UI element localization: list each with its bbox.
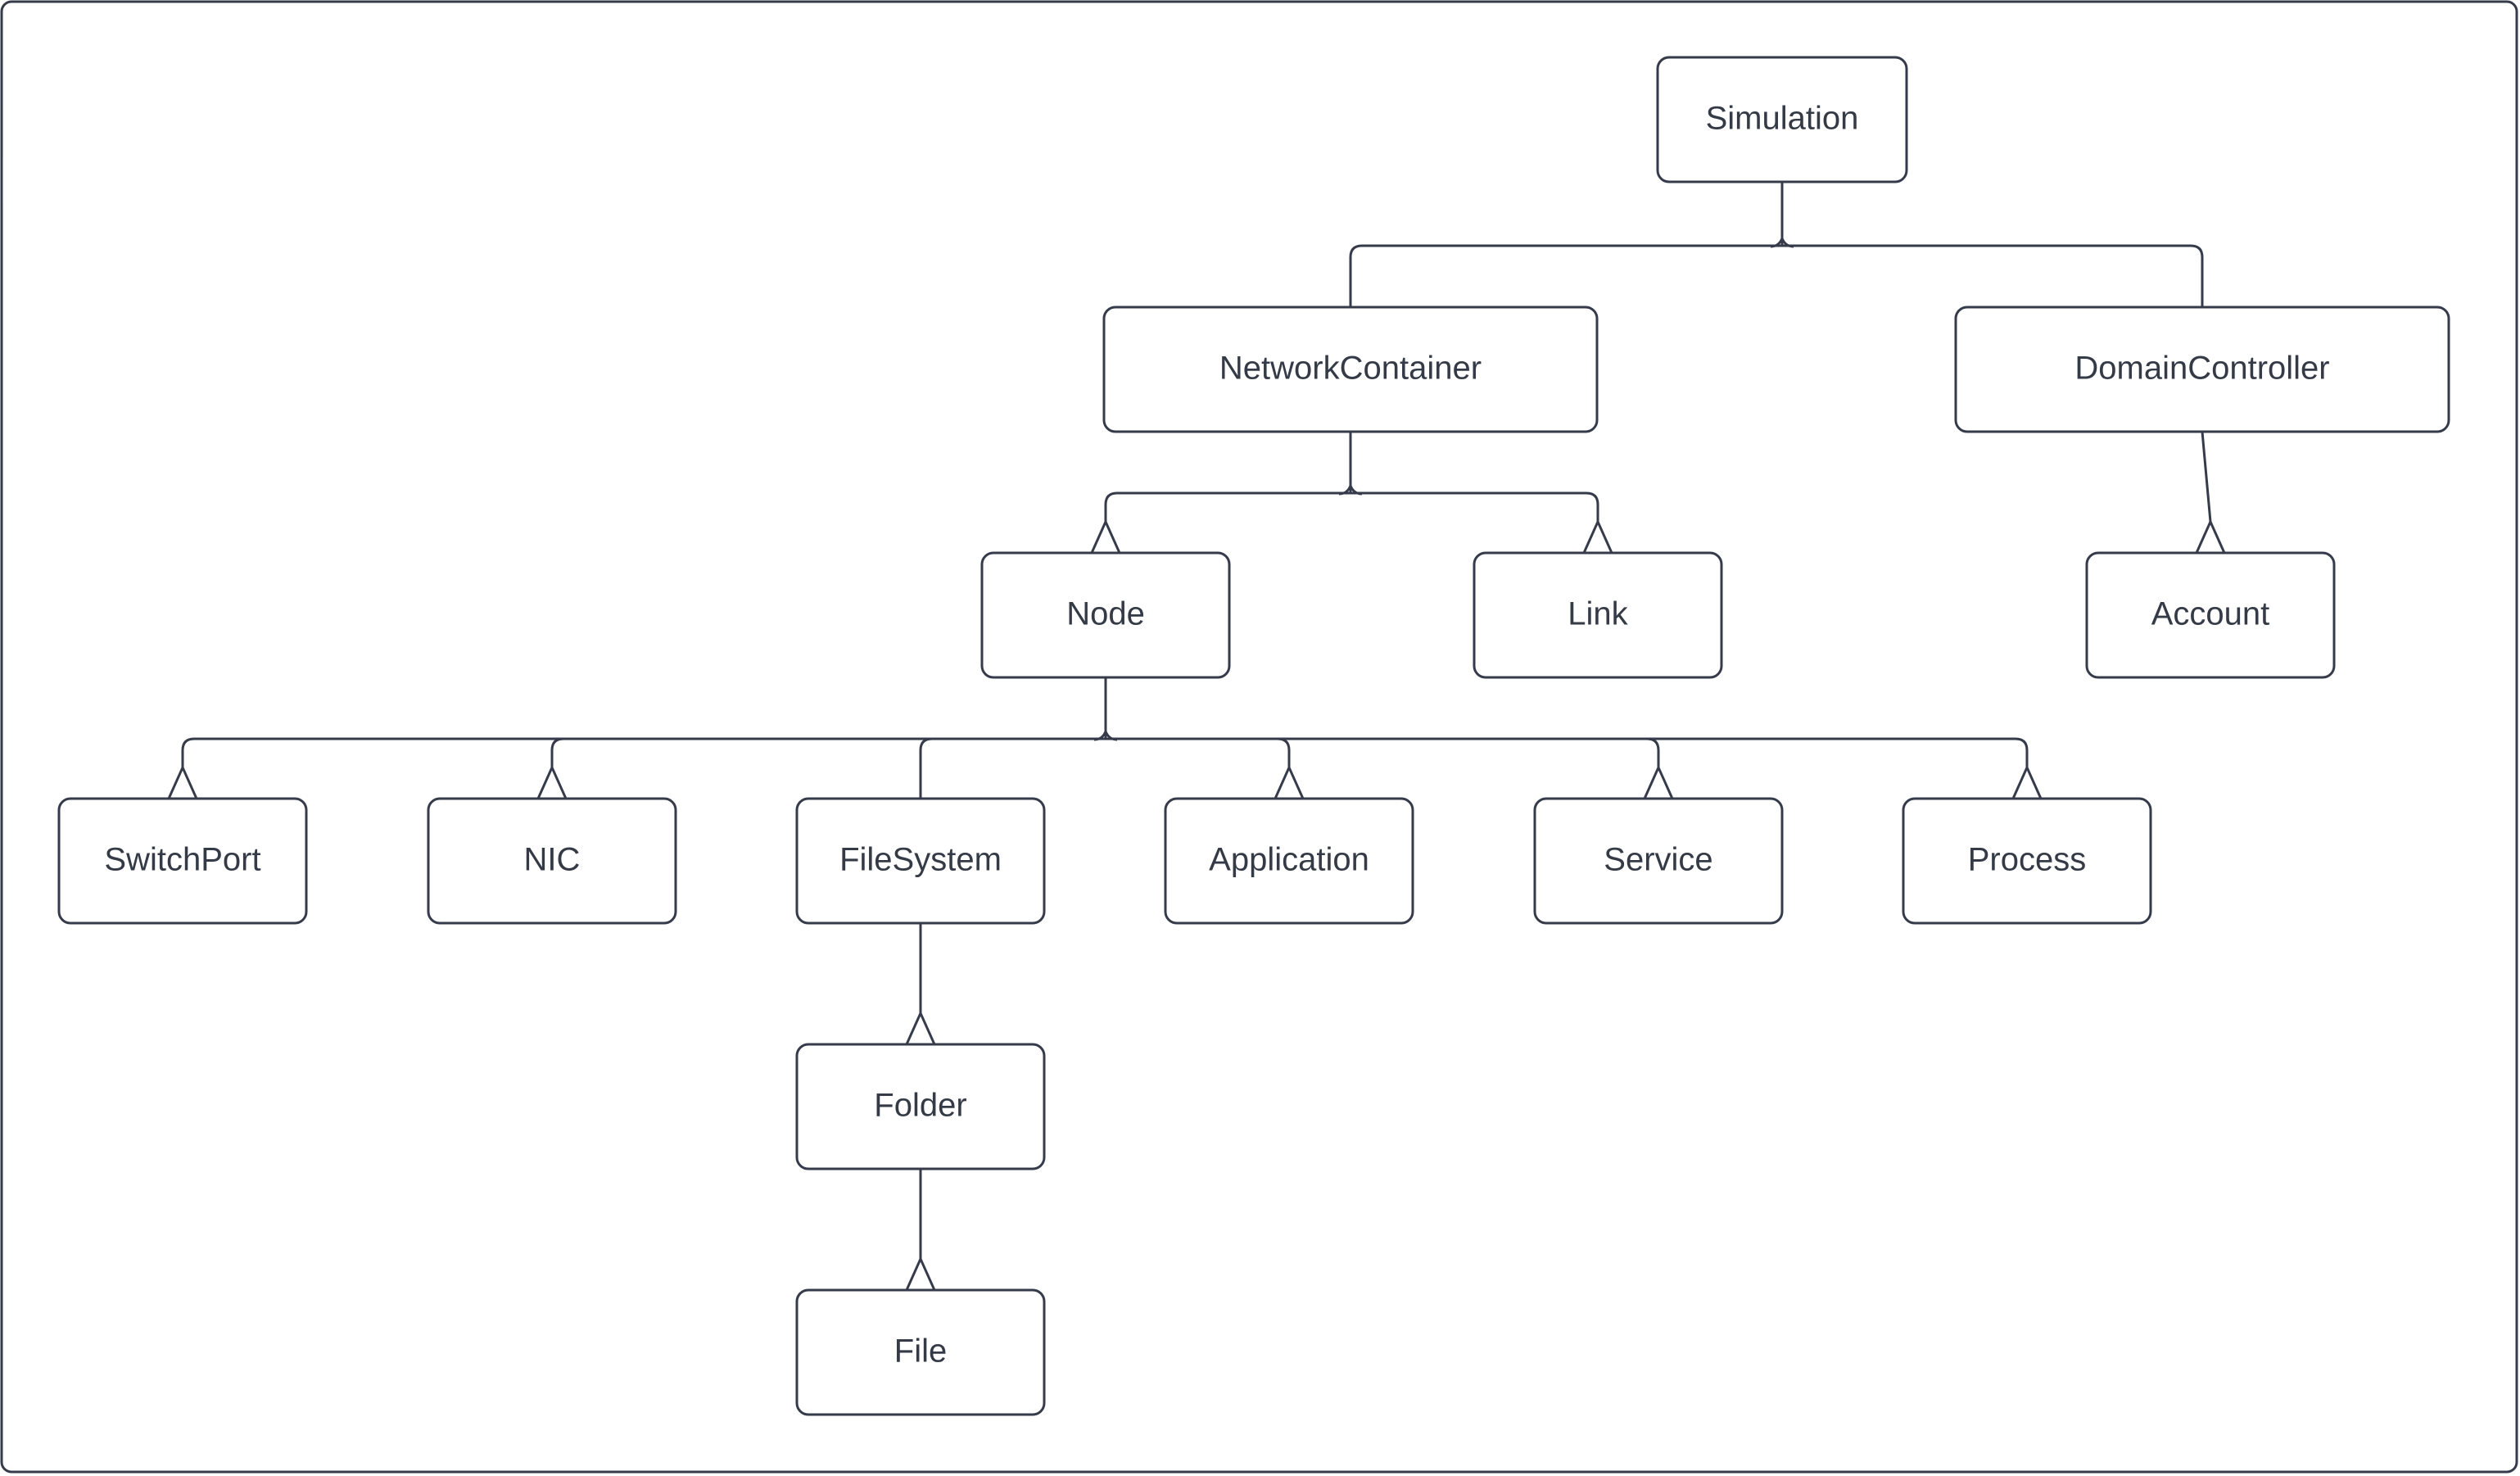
edge-node-switchport	[181, 737, 1106, 767]
class-box-domaincontroller[interactable]	[1954, 306, 2450, 433]
class-box-account[interactable]	[2085, 551, 2336, 679]
class-box-service[interactable]	[1533, 797, 1784, 925]
class-node-process[interactable]: Process	[1902, 797, 2152, 925]
class-label-account: Account	[2151, 596, 2270, 632]
class-label-switchport: SwitchPort	[104, 842, 260, 878]
class-box-networkcontainer[interactable]	[1102, 306, 1599, 433]
class-node-node[interactable]: Node	[980, 551, 1231, 679]
class-box-application[interactable]	[1164, 797, 1414, 925]
class-label-link: Link	[1568, 596, 1628, 632]
generalization-arrow-service	[1643, 764, 1674, 799]
bus-junction-simulation	[1770, 237, 1794, 248]
generalization-arrow-node	[1090, 518, 1121, 554]
generalization-arrow-folder	[905, 1010, 936, 1045]
class-node-folder[interactable]: Folder	[795, 1043, 1046, 1170]
generalization-arrow-file	[905, 1256, 936, 1291]
generalization-arrow-link	[1582, 518, 1613, 554]
class-node-link[interactable]: Link	[1473, 551, 1723, 679]
class-node-nic[interactable]: NIC	[427, 797, 677, 925]
class-box-file[interactable]	[795, 1288, 1046, 1416]
class-box-process[interactable]	[1902, 797, 2152, 925]
edge-node-nic	[550, 737, 1106, 767]
class-box-folder[interactable]	[795, 1043, 1046, 1170]
class-label-domaincontroller: DomainController	[2074, 351, 2329, 387]
edge-node-process	[1106, 737, 2029, 767]
class-box-link[interactable]	[1473, 551, 1723, 679]
class-label-networkcontainer: NetworkContainer	[1219, 351, 1482, 387]
class-node-account[interactable]: Account	[2085, 551, 2336, 679]
bus-junction-networkcontainer	[1338, 484, 1363, 496]
class-box-filesystem[interactable]	[795, 797, 1046, 925]
generalization-arrow-nic	[536, 764, 568, 799]
class-node-application[interactable]: Application	[1164, 797, 1414, 925]
bus-junction-node	[1093, 730, 1118, 741]
edge-simulation-networkcontainer	[1349, 244, 1782, 307]
class-label-filesystem: FileSystem	[839, 842, 1002, 878]
edge-networkcontainer-node	[1104, 491, 1350, 522]
generalization-arrow-process	[2011, 764, 2043, 799]
class-node-switchport[interactable]: SwitchPort	[57, 797, 308, 925]
class-label-service: Service	[1604, 842, 1712, 878]
class-label-simulation: Simulation	[1706, 101, 1859, 137]
class-node-file[interactable]: File	[795, 1288, 1046, 1416]
class-label-file: File	[894, 1333, 947, 1370]
class-label-folder: Folder	[874, 1088, 966, 1124]
edge-domaincontroller-account	[2201, 431, 2212, 523]
class-node-networkcontainer[interactable]: NetworkContainer	[1102, 306, 1599, 433]
class-node-domaincontroller[interactable]: DomainController	[1954, 306, 2450, 433]
class-label-process: Process	[1968, 842, 2087, 878]
edges-layer	[167, 182, 2226, 1291]
edge-networkcontainer-link	[1350, 491, 1599, 522]
class-box-node[interactable]	[980, 551, 1231, 679]
generalization-arrow-application	[1274, 764, 1305, 799]
edge-node-filesystem	[919, 737, 1106, 799]
class-node-filesystem[interactable]: FileSystem	[795, 797, 1046, 925]
class-box-simulation[interactable]	[1656, 56, 1908, 183]
class-node-service[interactable]: Service	[1533, 797, 1784, 925]
edge-simulation-domaincontroller	[1782, 244, 2204, 307]
class-label-nic: NIC	[524, 842, 581, 878]
class-node-simulation[interactable]: Simulation	[1656, 56, 1908, 183]
generalization-arrow-switchport	[167, 764, 198, 799]
class-box-nic[interactable]	[427, 797, 677, 925]
generalization-arrow-account	[2195, 518, 2226, 554]
class-box-switchport[interactable]	[57, 797, 308, 925]
class-label-application: Application	[1209, 842, 1369, 878]
class-label-node: Node	[1066, 596, 1145, 632]
